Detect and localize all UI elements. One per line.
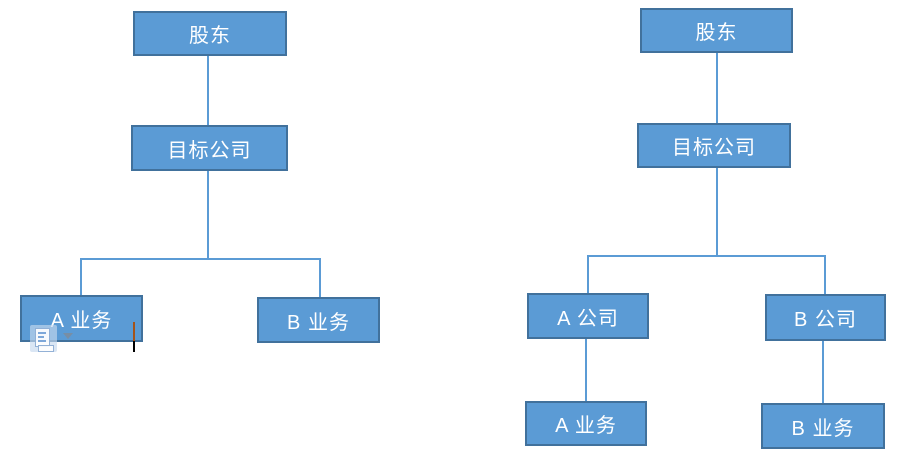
paste-options-icon [30, 325, 57, 352]
node-left-target-company[interactable]: 目标公司 [131, 125, 288, 171]
connector-left-branch-business-b [319, 258, 321, 297]
node-right-shareholder[interactable]: 股东 [640, 8, 793, 53]
node-right-company-b[interactable]: B 公司 [765, 294, 886, 341]
text-cursor [133, 322, 135, 352]
text-cursor-lower-segment [133, 341, 135, 352]
chevron-down-icon [63, 333, 73, 339]
node-label: A 业务 [555, 415, 617, 437]
clipboard-glyph [38, 345, 54, 352]
connector-left-branch-horizontal [80, 258, 321, 260]
node-label: B 业务 [791, 417, 855, 440]
node-label: 目标公司 [672, 137, 756, 159]
connector-right-shareholder-target [716, 53, 718, 123]
node-right-target-company[interactable]: 目标公司 [637, 123, 791, 168]
connector-right-branch-company-a [587, 255, 589, 293]
connector-left-target-stem [207, 171, 209, 258]
connector-right-branch-horizontal [587, 255, 825, 257]
node-label: B 公司 [794, 309, 857, 331]
node-right-business-a[interactable]: A 业务 [525, 401, 647, 446]
node-left-business-b[interactable]: B 业务 [257, 297, 380, 343]
node-label: B 业务 [287, 311, 350, 334]
node-label: 目标公司 [167, 139, 252, 162]
text-cursor-upper-segment [133, 322, 135, 341]
connector-right-company-b-business-b [822, 341, 824, 403]
node-left-shareholder[interactable]: 股东 [133, 11, 287, 56]
paste-options-button[interactable] [30, 324, 76, 352]
connector-left-branch-business-a [80, 258, 82, 295]
node-label: 股东 [695, 22, 738, 44]
connector-right-target-stem [716, 168, 718, 255]
node-right-company-a[interactable]: A 公司 [527, 293, 649, 339]
node-right-business-b[interactable]: B 业务 [761, 403, 885, 449]
connector-left-shareholder-target [207, 56, 209, 125]
node-label: A 业务 [50, 310, 113, 332]
node-label: 股东 [189, 25, 231, 47]
connector-right-branch-company-b [824, 255, 826, 294]
node-label: A 公司 [557, 307, 619, 330]
connector-right-company-a-business-a [585, 339, 587, 401]
